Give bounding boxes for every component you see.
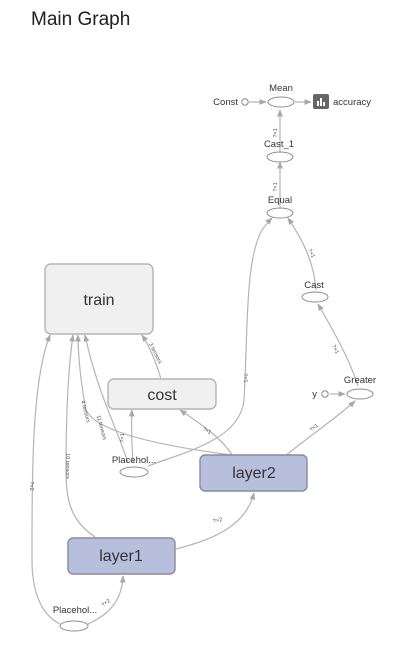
edge-layer2-train — [75, 334, 241, 457]
edge-label: ?×2 — [213, 517, 223, 525]
node-label: layer1 — [99, 548, 143, 565]
edge-cost-train — [141, 334, 162, 380]
edge-greater-cast — [317, 303, 359, 387]
edge-label: ?×2 — [28, 481, 34, 490]
edge-layer1-train — [65, 334, 96, 538]
edge-label: ?×1 — [306, 248, 316, 259]
node-label: cost — [147, 387, 177, 404]
edge-label: ?×1 — [273, 128, 279, 137]
edge-label: ?×1 — [273, 182, 279, 191]
edge-label: ?×2 — [101, 598, 112, 609]
node-label: accuracy — [333, 97, 371, 108]
edge-placeholder-train-a — [83, 334, 129, 464]
node-const[interactable]: Const — [213, 97, 249, 108]
node-cast-1[interactable]: Cast_1 — [264, 139, 294, 163]
graph-title: Main Graph — [31, 9, 131, 30]
edges — [31, 99, 359, 625]
node-label: y — [312, 389, 317, 400]
edge-placeholder-equal — [147, 217, 273, 467]
node-equal[interactable]: Equal — [266, 195, 294, 219]
node-cost[interactable]: cost — [107, 378, 217, 410]
node-layer2[interactable]: layer2 — [199, 454, 308, 492]
node-train[interactable]: train — [44, 263, 154, 335]
node-greater[interactable]: Greater — [344, 375, 376, 400]
edge-label: 11 tensors — [95, 415, 107, 441]
edge-label: ?×1 — [330, 344, 340, 355]
node-label: Cast — [304, 280, 324, 291]
edge-label: 4 tensors — [79, 400, 91, 424]
node-accuracy[interactable]: accuracy — [313, 94, 371, 109]
node-y[interactable]: y — [312, 389, 329, 400]
edge-label: ?×1 — [201, 426, 212, 436]
edge-label: ?×1 — [309, 423, 320, 433]
edge-layer2-greater — [284, 400, 356, 457]
node-layer1[interactable]: layer1 — [67, 537, 176, 575]
node-cast[interactable]: Cast — [301, 280, 329, 303]
node-label: Placehol... — [53, 605, 97, 616]
edge-placeholder-train-b — [31, 334, 61, 625]
node-label: Equal — [268, 195, 292, 206]
node-label: Greater — [344, 375, 376, 386]
node-label: Placehol... — [112, 455, 156, 466]
node-label: train — [83, 292, 114, 309]
node-placeholder-upper[interactable]: Placehol... — [112, 455, 156, 478]
edge-layer1-layer2 — [175, 492, 256, 550]
node-mean[interactable]: Mean — [267, 83, 295, 108]
node-label: Mean — [269, 83, 293, 94]
edge-label: 10 tensors — [64, 453, 70, 479]
edge-cast-equal — [287, 217, 317, 291]
edge-label: ?×1 — [242, 373, 249, 383]
edge-placeholder-cost — [128, 409, 135, 464]
edge-placeholder-layer1 — [87, 575, 126, 625]
edge-labels: ?×1 ?×1 ?×1 ?×1 ?×1 ?×1 ?×1 3 tensors ?×… — [28, 128, 340, 608]
node-label: Const — [213, 97, 238, 108]
edge-label: ?×1 — [120, 433, 126, 442]
edge-layer2-cost — [179, 409, 233, 456]
node-label: layer2 — [232, 465, 276, 482]
node-label: Cast_1 — [264, 139, 294, 150]
node-placeholder-lower[interactable]: Placehol... — [53, 605, 97, 632]
